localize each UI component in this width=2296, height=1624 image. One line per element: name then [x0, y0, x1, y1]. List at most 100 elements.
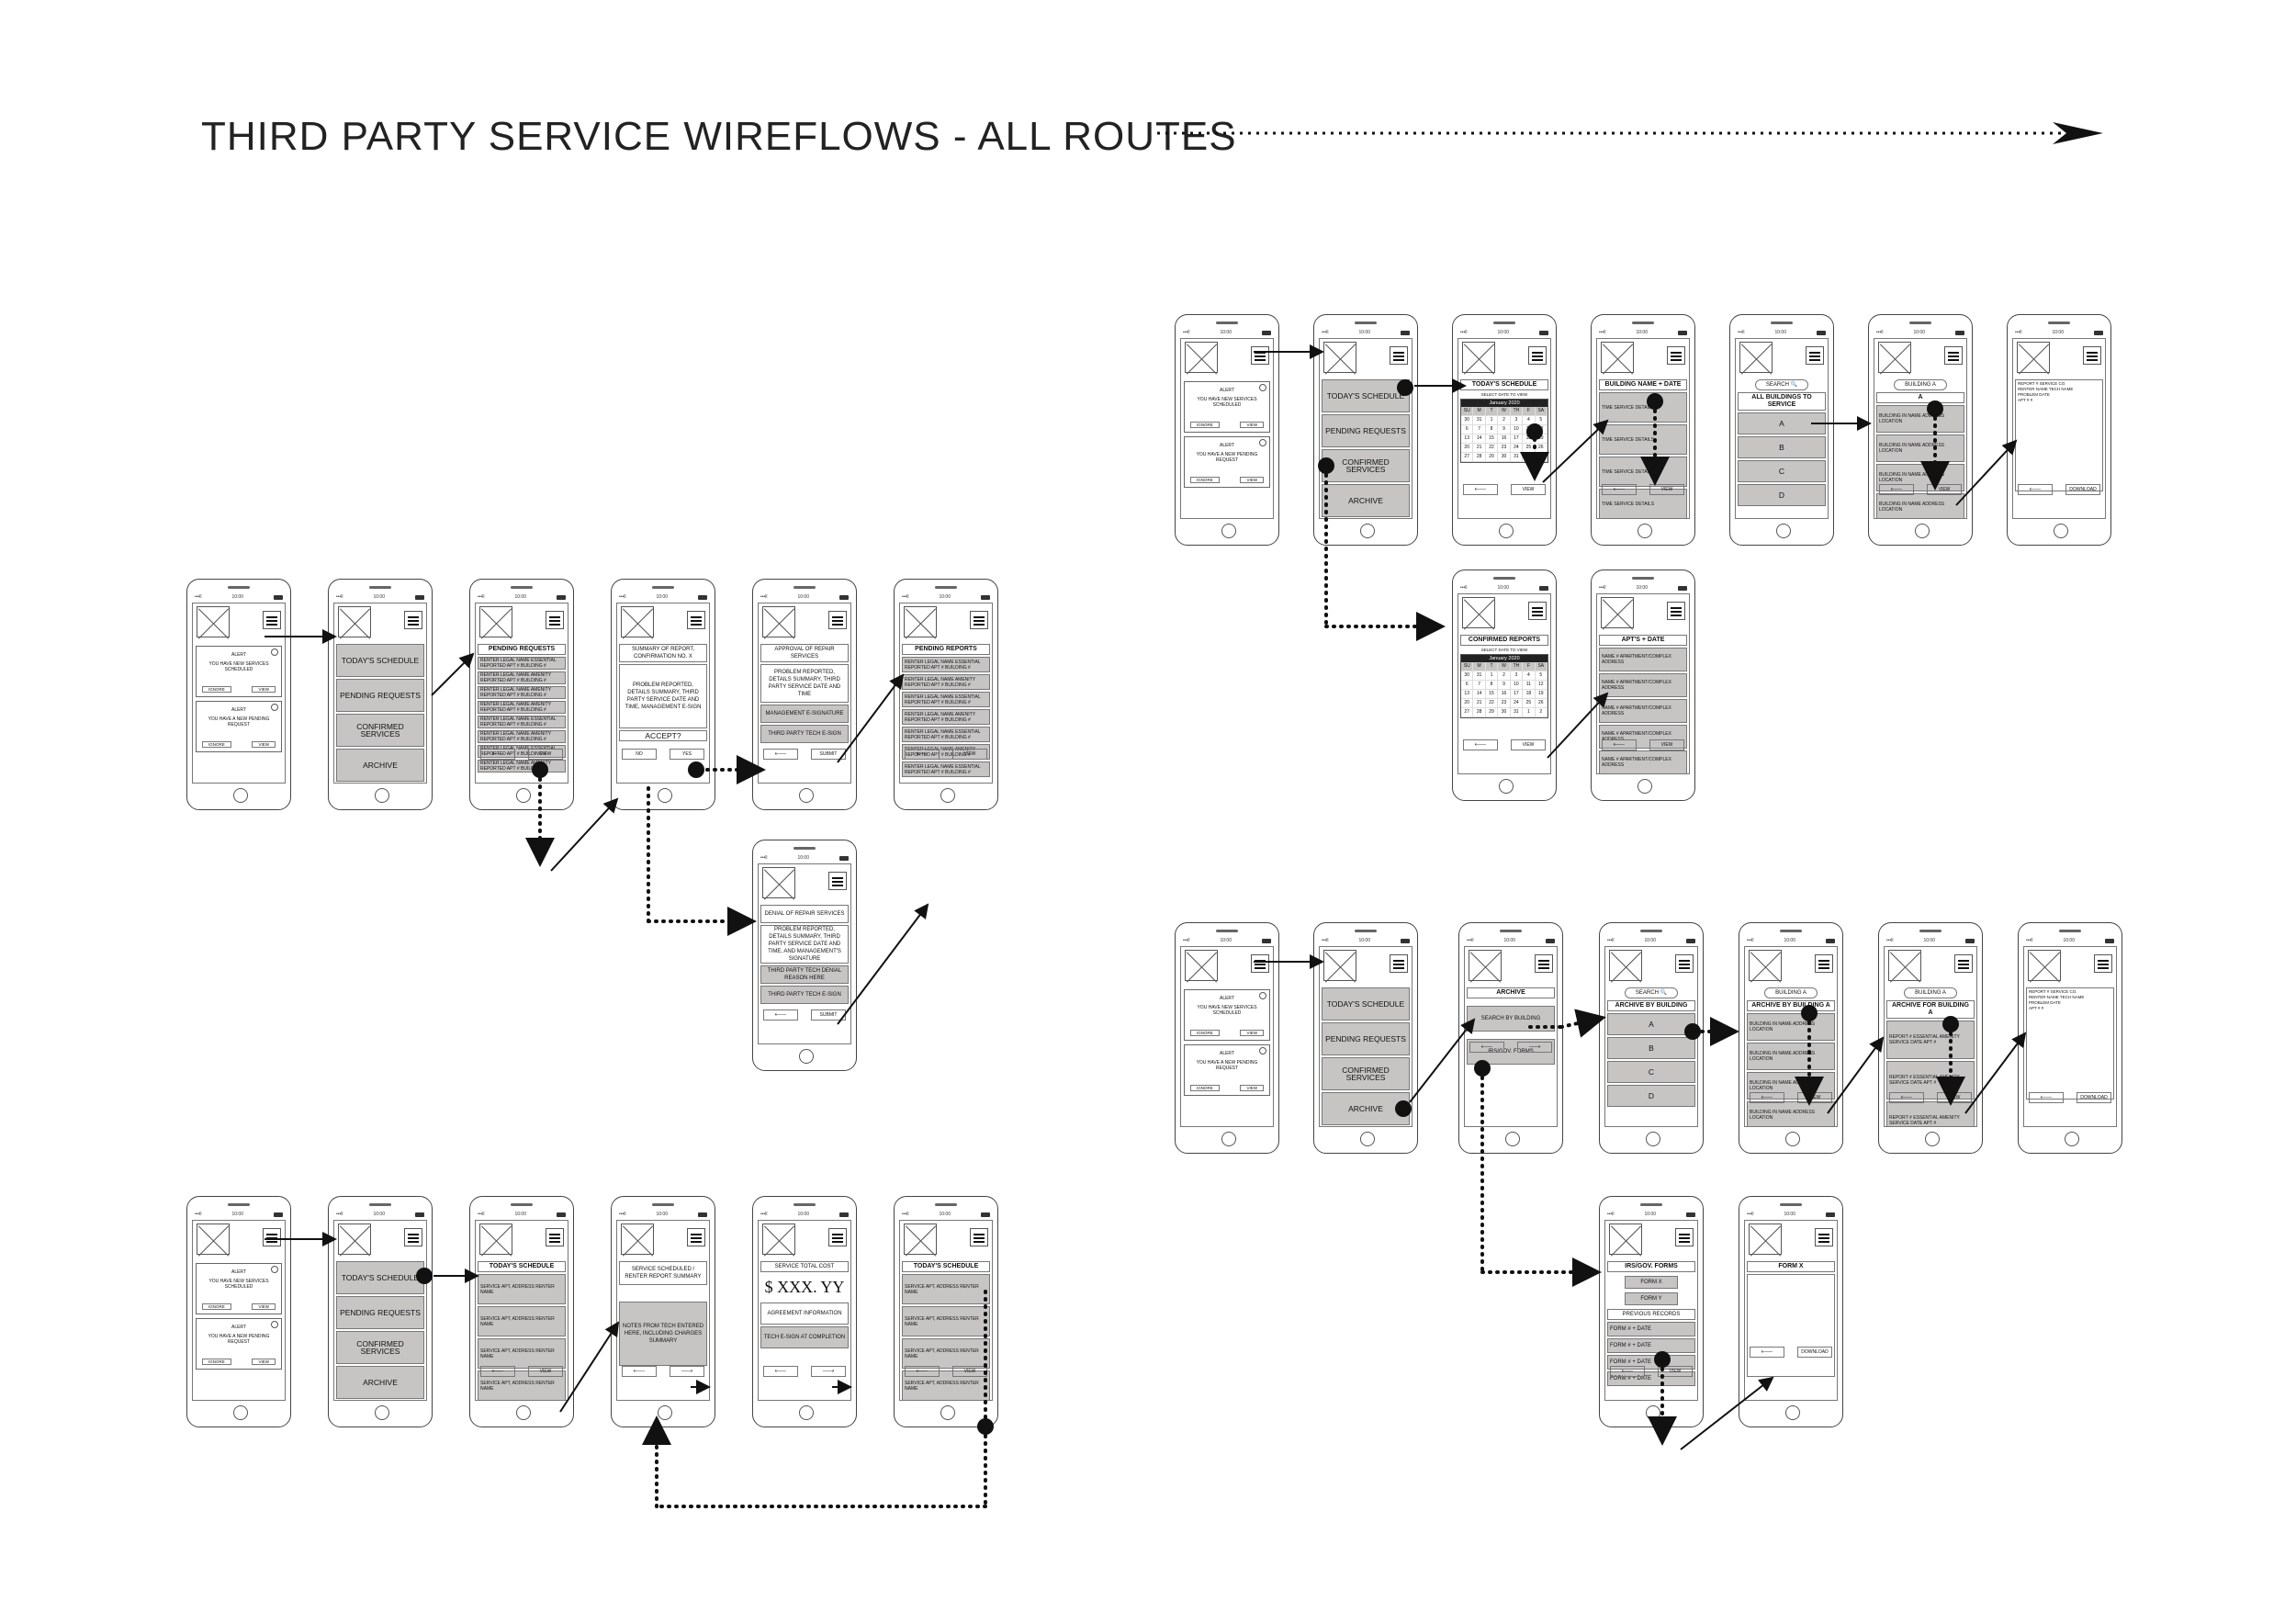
- home-button[interactable]: [940, 788, 955, 803]
- calendar-date[interactable]: 22: [1485, 444, 1499, 453]
- list-item[interactable]: SERVICE APT, ADDRESS RENTER NAME: [478, 1338, 566, 1369]
- hamburger-menu-icon[interactable]: [1667, 602, 1685, 620]
- list-item[interactable]: RENTER LEGAL NAME AMENITY REPORTED APT #…: [478, 671, 566, 684]
- back-button[interactable]: 🡐: [1602, 484, 1637, 495]
- menu-item[interactable]: PENDING REQUESTS: [336, 679, 424, 712]
- form-record[interactable]: FORM # + DATE: [1607, 1371, 1695, 1386]
- calendar-date[interactable]: 8: [1485, 425, 1499, 434]
- calendar-date[interactable]: 7: [1473, 681, 1486, 690]
- calendar-date[interactable]: 9: [1498, 425, 1511, 434]
- list-item[interactable]: BUILDING IN NAME ADDRESS LOCATION: [1747, 1013, 1835, 1041]
- calendar-date[interactable]: 30: [1461, 416, 1474, 425]
- hamburger-menu-icon[interactable]: [1815, 1228, 1833, 1246]
- building-item[interactable]: A: [1607, 1013, 1695, 1035]
- home-button[interactable]: [658, 788, 672, 803]
- no-button[interactable]: NO: [622, 749, 657, 760]
- calendar-date[interactable]: 1: [1485, 416, 1499, 425]
- next-button[interactable]: 🡒: [811, 1366, 846, 1377]
- calendar-date[interactable]: 27: [1461, 453, 1474, 462]
- calendar-date[interactable]: 15: [1485, 690, 1499, 699]
- ignore-button[interactable]: IGNORE: [1190, 1030, 1220, 1036]
- view-button[interactable]: VIEW: [1240, 1085, 1264, 1091]
- building-item[interactable]: C: [1607, 1061, 1695, 1083]
- list-item[interactable]: RENTER LEGAL NAME ESSENTIAL REPORTED APT…: [902, 692, 990, 707]
- home-button[interactable]: [1499, 524, 1514, 538]
- menu-item[interactable]: TODAY'S SCHEDULE: [1322, 987, 1410, 1021]
- calendar-date[interactable]: 21: [1473, 444, 1486, 453]
- home-button[interactable]: [1776, 524, 1791, 538]
- hamburger-menu-icon[interactable]: [1528, 602, 1547, 620]
- hamburger-menu-icon[interactable]: [2083, 346, 2101, 365]
- home-button[interactable]: [233, 1405, 248, 1420]
- calendar-date[interactable]: 19: [1535, 434, 1548, 444]
- calendar-date[interactable]: 28: [1473, 708, 1486, 717]
- ignore-button[interactable]: IGNORE: [202, 1359, 231, 1365]
- list-item[interactable]: SERVICE APT, ADDRESS RENTER NAME: [902, 1338, 990, 1369]
- back-button[interactable]: 🡐: [763, 749, 798, 760]
- ignore-button[interactable]: IGNORE: [1190, 422, 1220, 428]
- close-icon[interactable]: [1259, 384, 1266, 391]
- building-item[interactable]: B: [1738, 436, 1826, 458]
- hamburger-menu-icon[interactable]: [970, 611, 988, 629]
- building-item[interactable]: C: [1738, 460, 1826, 482]
- view-button[interactable]: VIEW: [1658, 1366, 1693, 1377]
- view-button[interactable]: VIEW: [1511, 484, 1546, 495]
- calendar-date[interactable]: 14: [1473, 434, 1486, 444]
- back-button[interactable]: 🡐: [1602, 739, 1637, 750]
- calendar-date[interactable]: 24: [1510, 444, 1524, 453]
- list-item[interactable]: RENTER LEGAL NAME AMENITY REPORTED APT #…: [478, 730, 566, 743]
- view-button[interactable]: VIEW: [252, 686, 276, 693]
- hamburger-menu-icon[interactable]: [1390, 346, 1408, 365]
- hamburger-menu-icon[interactable]: [1667, 346, 1685, 365]
- menu-item[interactable]: CONFIRMED SERVICES: [336, 1331, 424, 1364]
- home-button[interactable]: [1638, 524, 1652, 538]
- menu-item[interactable]: CONFIRMED SERVICES: [1322, 449, 1410, 482]
- home-button[interactable]: [1360, 1132, 1375, 1146]
- back-button[interactable]: 🡐: [480, 1366, 515, 1377]
- search-input[interactable]: SEARCH 🔍: [1625, 987, 1678, 998]
- building-item[interactable]: D: [1738, 484, 1826, 506]
- ignore-button[interactable]: IGNORE: [1190, 1085, 1220, 1091]
- back-button[interactable]: 🡐: [480, 749, 515, 760]
- hamburger-menu-icon[interactable]: [1675, 954, 1694, 973]
- calendar-date[interactable]: 16: [1498, 434, 1511, 444]
- view-button[interactable]: VIEW: [252, 1303, 276, 1310]
- calendar-date[interactable]: 31: [1473, 671, 1486, 681]
- ignore-button[interactable]: IGNORE: [202, 741, 231, 748]
- hamburger-menu-icon[interactable]: [1535, 954, 1553, 973]
- calendar-date[interactable]: 15: [1485, 434, 1499, 444]
- calendar-date[interactable]: 27: [1461, 708, 1474, 717]
- form-record[interactable]: FORM # + DATE: [1607, 1322, 1695, 1336]
- next-button[interactable]: 🡒: [670, 1366, 704, 1377]
- search-input[interactable]: SEARCH 🔍: [1755, 379, 1808, 390]
- back-button[interactable]: 🡐: [763, 1366, 798, 1377]
- back-button[interactable]: 🡐: [1463, 739, 1498, 750]
- calendar-date[interactable]: 22: [1485, 699, 1499, 708]
- menu-item[interactable]: CONFIRMED SERVICES: [1322, 1057, 1410, 1090]
- close-icon[interactable]: [1259, 439, 1266, 446]
- calendar-date[interactable]: 20: [1461, 444, 1474, 453]
- calendar-date[interactable]: 30: [1461, 671, 1474, 681]
- home-button[interactable]: [1915, 524, 1930, 538]
- back-button[interactable]: 🡐: [622, 1366, 657, 1377]
- calendar-date[interactable]: 8: [1485, 681, 1499, 690]
- calendar-date[interactable]: 6: [1461, 681, 1474, 690]
- search-input[interactable]: BUILDING A: [1894, 379, 1947, 390]
- calendar-date[interactable]: 2: [1498, 671, 1511, 681]
- calendar-date[interactable]: 26: [1535, 699, 1548, 708]
- hamburger-menu-icon[interactable]: [1806, 346, 1824, 365]
- hamburger-menu-icon[interactable]: [1528, 346, 1547, 365]
- back-button[interactable]: 🡐: [1463, 484, 1498, 495]
- home-button[interactable]: [1221, 1132, 1236, 1146]
- menu-item[interactable]: CONFIRMED SERVICES: [336, 714, 424, 747]
- calendar-date[interactable]: 20: [1461, 699, 1474, 708]
- home-button[interactable]: [1505, 1132, 1520, 1146]
- home-button[interactable]: [1221, 524, 1236, 538]
- calendar-date[interactable]: 4: [1523, 416, 1536, 425]
- calendar-date[interactable]: 1: [1523, 708, 1536, 717]
- hamburger-menu-icon[interactable]: [404, 611, 422, 629]
- close-icon[interactable]: [1259, 1047, 1266, 1054]
- back-button[interactable]: 🡐: [1469, 1042, 1504, 1053]
- back-button[interactable]: 🡐: [905, 1366, 940, 1377]
- calendar-date[interactable]: 10: [1510, 425, 1524, 434]
